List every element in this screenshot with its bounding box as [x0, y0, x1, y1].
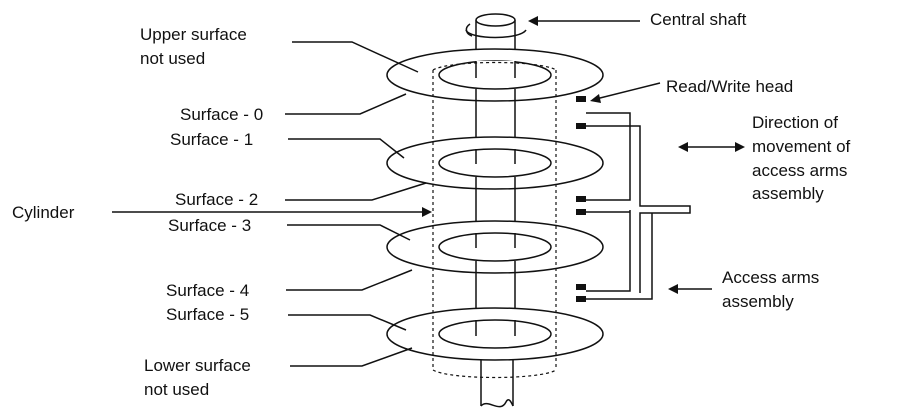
arrow-left-icon — [678, 142, 688, 152]
lower-surface-label-line2: not used — [144, 380, 209, 399]
access-arms-bracket — [586, 112, 691, 300]
central-shaft — [465, 13, 527, 78]
arrow-left-icon — [590, 94, 601, 103]
arrow-right-icon — [735, 142, 745, 152]
arrow-left-icon — [528, 16, 538, 26]
direction-label-line1: Direction of — [752, 113, 838, 132]
central-shaft-label: Central shaft — [650, 10, 747, 29]
platter-2 — [386, 136, 604, 190]
head-2-icon — [576, 196, 586, 202]
surface-3-label: Surface - 3 — [168, 216, 251, 235]
arrow-right-icon — [422, 207, 432, 217]
direction-label-line4: assembly — [752, 184, 824, 203]
surface-0-label: Surface - 0 — [180, 105, 263, 124]
access-arms-label-line2: assembly — [722, 292, 794, 311]
head-0-icon — [576, 96, 586, 102]
arrows — [112, 16, 745, 294]
surface-5-label: Surface - 5 — [166, 305, 249, 324]
head-4-icon — [576, 284, 586, 290]
cylinder-label: Cylinder — [12, 203, 75, 222]
lower-surface-label-line1: Lower surface — [144, 356, 251, 375]
head-1-icon — [576, 123, 586, 129]
rotation-arrow-icon — [465, 29, 527, 39]
head-3-icon — [576, 209, 586, 215]
leader-lines — [285, 41, 427, 367]
platter-1 — [386, 48, 604, 102]
upper-surface-label-line2: not used — [140, 49, 205, 68]
rotation-arrow-tail-icon — [465, 23, 473, 37]
access-arms-label-line1: Access arms — [722, 268, 819, 287]
platter-4 — [386, 307, 604, 361]
labels: Central shaft Upper surface not used Rea… — [12, 10, 851, 399]
platter-3 — [386, 220, 604, 274]
upper-surface-label-line1: Upper surface — [140, 25, 247, 44]
direction-label-line2: movement of — [752, 137, 851, 156]
surface-4-label: Surface - 4 — [166, 281, 249, 300]
arrow-left-icon — [668, 284, 678, 294]
head-5-icon — [576, 296, 586, 302]
surface-2-label: Surface - 2 — [175, 190, 258, 209]
shaft-bottom — [480, 360, 514, 408]
cylinder-outline — [432, 61, 557, 379]
surface-1-label: Surface - 1 — [170, 130, 253, 149]
read-write-head-label: Read/Write head — [666, 77, 793, 96]
read-write-heads — [576, 96, 586, 302]
direction-label-line3: access arms — [752, 161, 847, 180]
